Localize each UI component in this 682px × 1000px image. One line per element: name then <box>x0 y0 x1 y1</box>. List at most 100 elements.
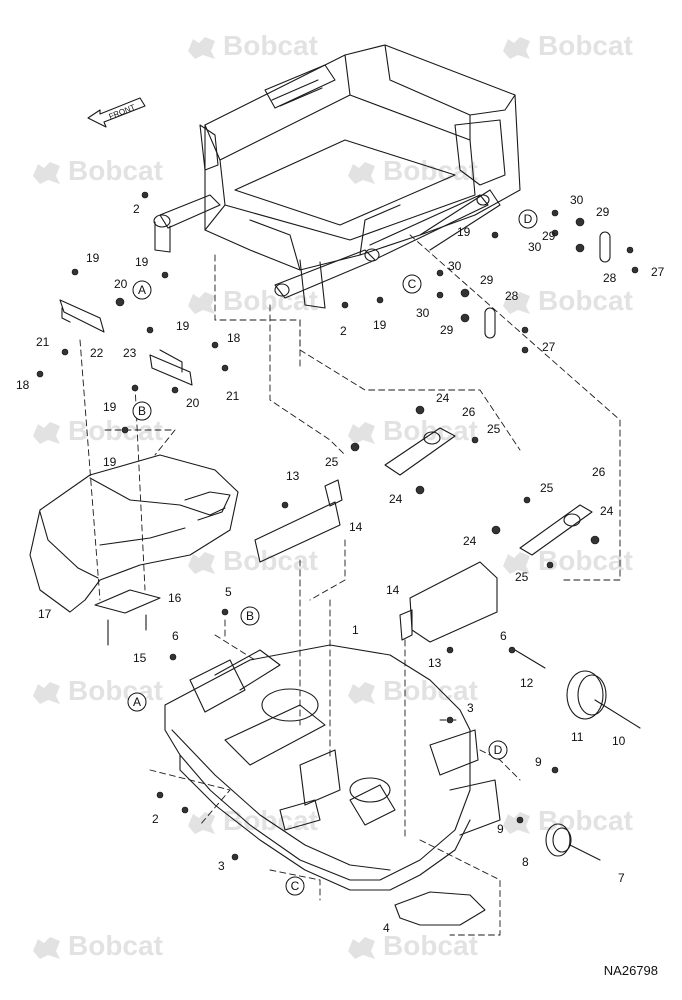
callout-letter: D <box>524 212 533 226</box>
diagram-code: NA26798 <box>603 963 658 978</box>
part-label-5: 5 <box>225 585 232 599</box>
part-label-30: 30 <box>416 306 430 320</box>
part-label-22: 22 <box>90 346 104 360</box>
part-label-2: 2 <box>133 202 140 216</box>
part-label-30: 30 <box>528 240 542 254</box>
part-label-24: 24 <box>463 534 477 548</box>
part-label-25: 25 <box>325 455 339 469</box>
callout-c: C <box>402 274 422 294</box>
part-label-3: 3 <box>467 701 474 715</box>
baffle-14-upper <box>254 479 343 563</box>
chain-28-upper <box>599 231 611 263</box>
part-label-20: 20 <box>114 277 128 291</box>
part-label-10: 10 <box>612 734 626 748</box>
part-label-9: 9 <box>535 755 542 769</box>
callout-a: A <box>127 692 147 712</box>
part-label-14: 14 <box>386 583 400 597</box>
bracket-22 <box>59 299 105 333</box>
part-label-17: 17 <box>38 607 52 621</box>
callout-letter: C <box>291 879 300 893</box>
hardware-dots <box>36 191 639 861</box>
part-label-18: 18 <box>16 378 30 392</box>
part-label-30: 30 <box>570 193 584 207</box>
part-label-19: 19 <box>135 255 149 269</box>
callout-circle <box>402 274 422 294</box>
part-label-19: 19 <box>103 400 117 414</box>
callout-letter: C <box>408 277 417 291</box>
callout-circle <box>127 692 147 712</box>
part-label-6: 6 <box>500 629 507 643</box>
part-label-6: 6 <box>172 629 179 643</box>
part-label-29: 29 <box>480 273 494 287</box>
part-label-21: 21 <box>226 389 240 403</box>
plate-16 <box>94 589 161 614</box>
callout-circle <box>285 876 305 896</box>
callout-circle <box>132 401 152 421</box>
callout-circle <box>488 740 508 760</box>
callout-letter: A <box>133 695 141 709</box>
part-label-2: 2 <box>152 812 159 826</box>
part-label-26: 26 <box>462 405 476 419</box>
mower-deck <box>164 644 501 891</box>
part-label-20: 20 <box>186 396 200 410</box>
part-label-13: 13 <box>428 656 442 670</box>
chassis-frame <box>153 44 521 309</box>
callout-d: D <box>488 740 508 760</box>
part-label-19: 19 <box>373 318 387 332</box>
part-label-2: 2 <box>340 324 347 338</box>
part-label-26: 26 <box>592 465 606 479</box>
part-label-29: 29 <box>440 323 454 337</box>
part-label-24: 24 <box>389 492 403 506</box>
callout-letter: A <box>138 283 146 297</box>
callout-b: B <box>240 606 260 626</box>
part-label-13: 13 <box>286 469 300 483</box>
callout-d: D <box>518 209 538 229</box>
callout-letter: B <box>138 404 146 418</box>
dashed-guides <box>79 234 621 936</box>
part-label-3: 3 <box>218 859 225 873</box>
part-label-7: 7 <box>618 871 625 885</box>
part-label-27: 27 <box>542 340 556 354</box>
part-label-30: 30 <box>448 259 462 273</box>
front-arrow <box>87 97 146 128</box>
part-label-15: 15 <box>133 651 147 665</box>
link-26-upper <box>384 427 456 476</box>
part-label-27: 27 <box>651 265 665 279</box>
part-label-24: 24 <box>436 391 450 405</box>
part-label-25: 25 <box>487 422 501 436</box>
part-label-28: 28 <box>505 289 519 303</box>
callout-circle <box>518 209 538 229</box>
baffle-14-lower <box>399 561 498 643</box>
part-label-9: 9 <box>497 822 504 836</box>
bolts-15 <box>107 614 147 646</box>
callout-a: A <box>132 280 152 300</box>
part-label-25: 25 <box>515 570 529 584</box>
callout-c: C <box>285 876 305 896</box>
part-label-24: 24 <box>600 504 614 518</box>
part-label-1: 1 <box>352 623 359 637</box>
part-label-16: 16 <box>168 591 182 605</box>
bracket-23 <box>149 349 193 386</box>
wheel-11 <box>514 649 641 729</box>
part-label-28: 28 <box>603 271 617 285</box>
callout-letter: B <box>246 609 254 623</box>
part-label-18: 18 <box>227 331 241 345</box>
pad-4 <box>394 891 486 926</box>
part-label-19: 19 <box>86 251 100 265</box>
callout-letter: D <box>494 743 503 757</box>
part-label-19: 19 <box>103 455 117 469</box>
part-label-21: 21 <box>36 335 50 349</box>
drawing-lines <box>29 44 641 936</box>
callout-circles: A B C D A B C D <box>127 209 538 896</box>
part-label-19: 19 <box>176 319 190 333</box>
wheel-8 <box>545 823 601 861</box>
callout-circle <box>132 280 152 300</box>
part-label-4: 4 <box>383 921 390 935</box>
part-label-12: 12 <box>520 676 534 690</box>
part-label-8: 8 <box>522 855 529 869</box>
part-label-19: 19 <box>457 225 471 239</box>
link-26-lower <box>519 504 593 556</box>
part-label-29: 29 <box>542 229 556 243</box>
